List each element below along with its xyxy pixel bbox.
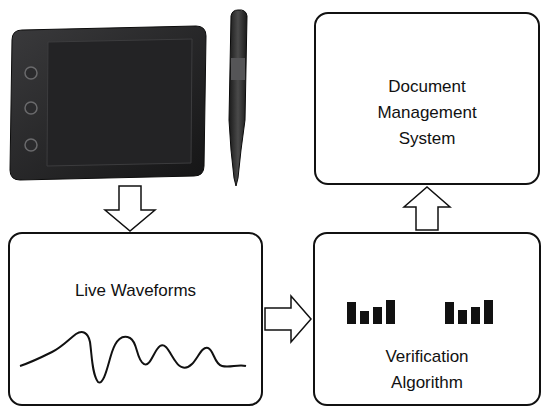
tablet-button [25,139,37,151]
tablet-body [10,26,206,180]
bar [373,307,382,324]
process-box: Verification Algorithm [313,232,541,406]
tablet-surface [47,39,192,166]
waveform-illustration [18,312,253,392]
block-arrow [105,186,155,231]
process-box: Document Management System [314,12,540,185]
box-label: Document Management System [362,74,492,152]
bar [471,307,480,324]
bar [484,300,493,324]
bar [445,302,454,324]
process-box: Live Waveforms [8,232,263,406]
tablet-button [25,102,37,114]
box-label: Verification Algorithm [367,344,487,396]
bar [386,300,395,324]
tablet-button [25,67,37,79]
bar-illustration [315,294,535,334]
waveform-line [20,332,246,382]
bar [347,302,356,324]
stylus-pen [229,10,247,186]
box-label: Live Waveforms [36,278,236,304]
bar [458,310,467,324]
pen-grip [231,58,245,80]
block-arrow [404,187,450,230]
bar [360,311,369,324]
block-arrow [265,296,311,342]
